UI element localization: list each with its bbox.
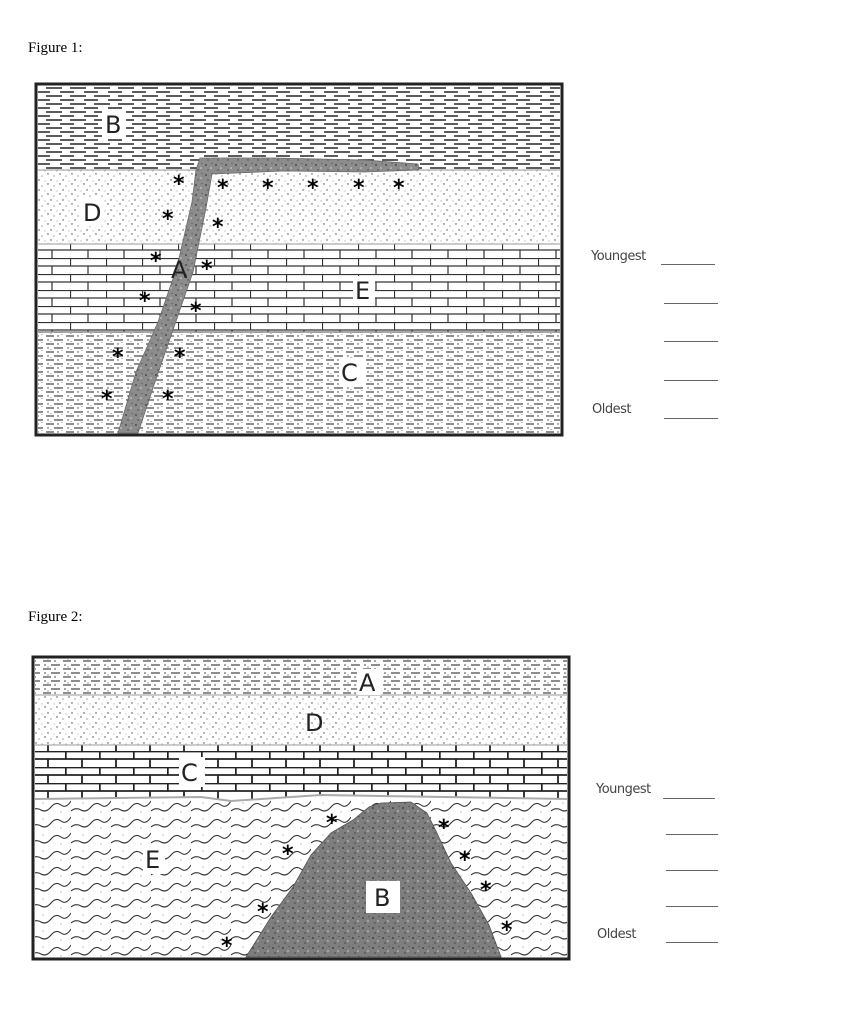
contact-star: * <box>150 249 162 274</box>
figure2-youngest-label: Youngest <box>596 782 651 797</box>
label-c: C <box>341 359 358 387</box>
layer-e <box>38 244 560 332</box>
figure2-diagram: * * * * * * * * A D C E B <box>31 655 571 961</box>
label-a: A <box>359 669 376 697</box>
label-e: E <box>355 277 370 305</box>
label-c: C <box>181 759 198 787</box>
contact-star: * <box>162 207 174 232</box>
figure1-diagram: * * * * * * * * * * * * * * * * B D A E … <box>34 82 564 437</box>
figure2-answer-blank-2[interactable] <box>666 834 718 835</box>
figure1-answer-blank-5[interactable] <box>664 418 718 419</box>
label-a: A <box>171 256 188 284</box>
contact-star: * <box>201 257 213 282</box>
contact-star: * <box>459 848 471 873</box>
layer-d <box>35 695 567 745</box>
figure1-title: Figure 1: <box>28 40 83 56</box>
contact-star: * <box>112 345 124 370</box>
contact-star: * <box>307 176 319 201</box>
intrusion-a <box>117 157 420 434</box>
contact-metamorphism-symbols: * * * * * * * * <box>221 811 513 959</box>
figure2-answer-blank-4[interactable] <box>666 906 718 907</box>
contact-star: * <box>190 299 202 324</box>
contact-star: * <box>353 176 365 201</box>
contact-star: * <box>101 387 113 412</box>
figure1-answer-blank-3[interactable] <box>664 341 718 342</box>
contact-star: * <box>480 878 492 903</box>
contact-star: * <box>221 934 233 959</box>
contact-star: * <box>257 900 269 925</box>
contact-star: * <box>326 811 338 836</box>
contact-star: * <box>212 215 224 240</box>
figure2-answer-blank-1[interactable] <box>663 798 715 799</box>
figure2-oldest-label: Oldest <box>597 927 636 942</box>
contact-star: * <box>262 176 274 201</box>
layer-a <box>35 659 567 695</box>
contact-metamorphism-symbols: * * * * * * * * * * * * * * * * <box>101 172 405 412</box>
contact-star: * <box>501 918 513 943</box>
label-d: D <box>305 709 323 737</box>
figure1-answer-blank-2[interactable] <box>664 303 718 304</box>
contact-star: * <box>217 176 229 201</box>
figure2-title: Figure 2: <box>28 609 83 625</box>
contact-star: * <box>139 289 151 314</box>
figure2-answer-blank-3[interactable] <box>666 870 718 871</box>
figure1-youngest-label: Youngest <box>591 249 646 264</box>
figure1-oldest-label: Oldest <box>592 402 631 417</box>
figure2-answer-blank-5[interactable] <box>666 942 718 943</box>
label-d: D <box>83 199 101 227</box>
figure1-answer-blank-1[interactable] <box>661 264 715 265</box>
layer-c <box>35 745 567 799</box>
contact-star: * <box>162 387 174 412</box>
contact-star: * <box>438 816 450 841</box>
intrusion-b <box>245 801 502 958</box>
contact-star: * <box>173 172 185 197</box>
figure1-answer-blank-4[interactable] <box>664 380 718 381</box>
contact-star: * <box>174 345 186 370</box>
label-e: E <box>145 846 160 874</box>
label-b: B <box>374 884 390 912</box>
layer-d <box>38 170 560 244</box>
contact-star: * <box>282 842 294 867</box>
contact-star: * <box>393 176 405 201</box>
label-b: B <box>105 111 121 139</box>
